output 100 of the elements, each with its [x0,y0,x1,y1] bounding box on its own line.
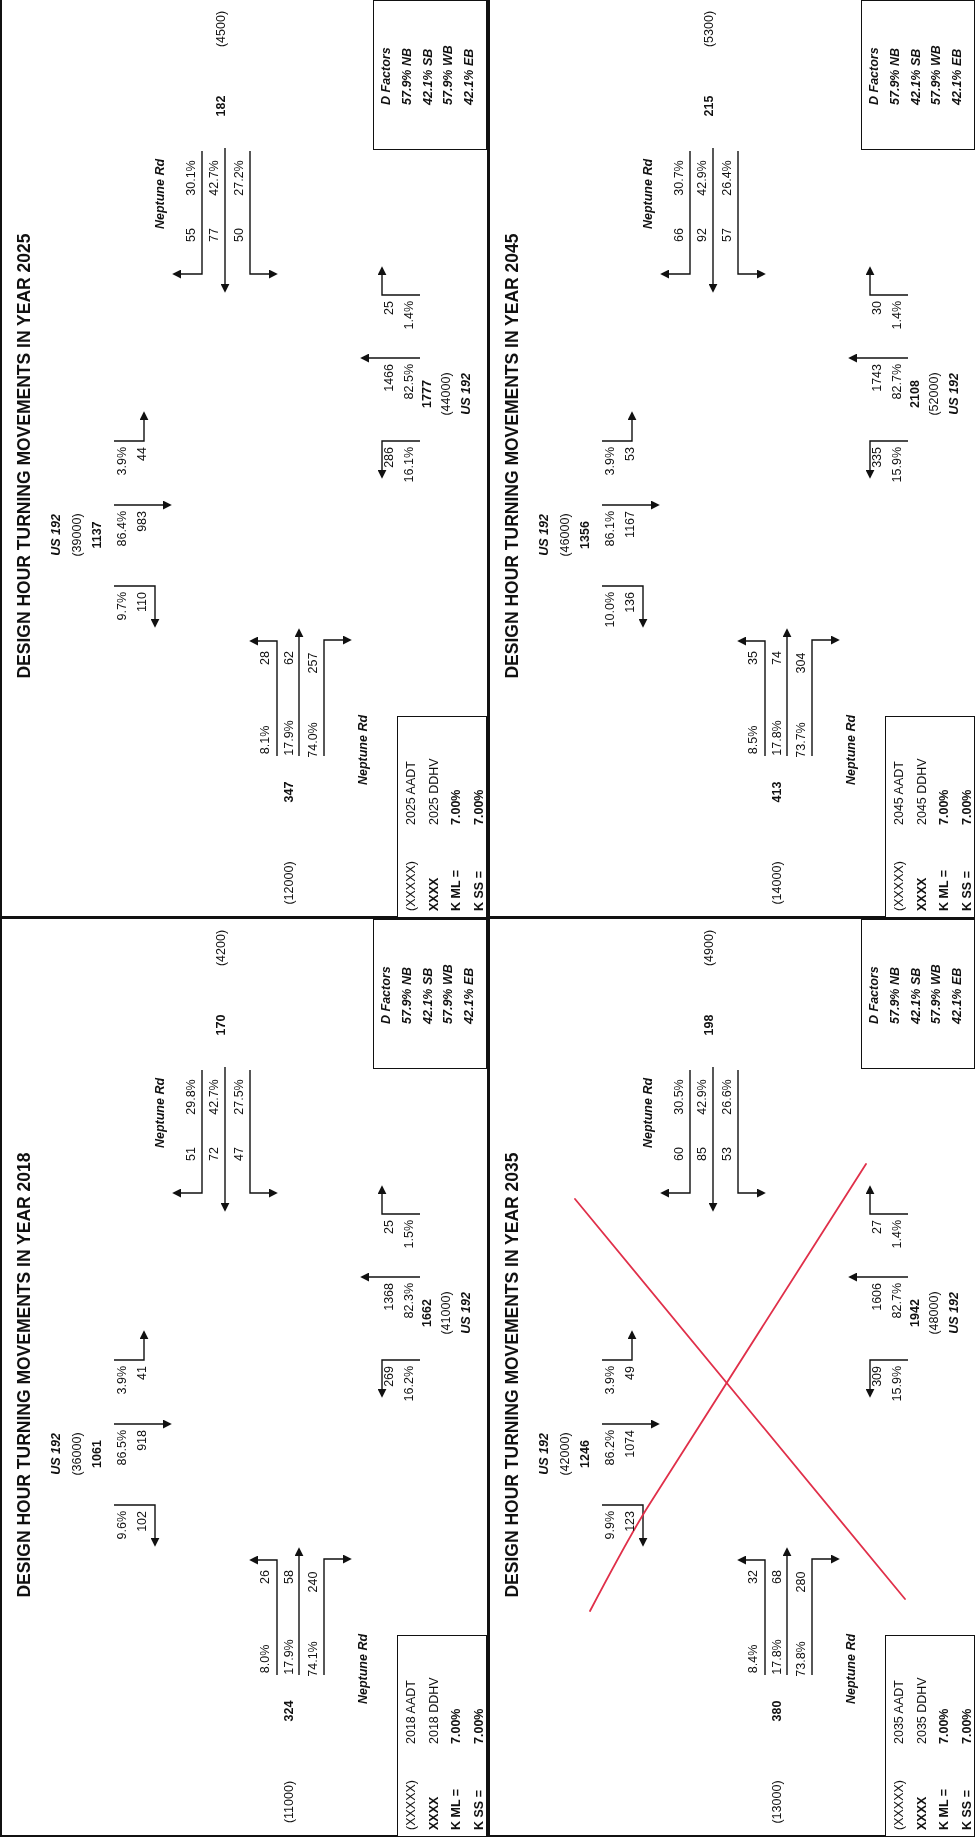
factor-label: 7.00% [449,789,463,825]
turning-percent: 82.7% [890,1283,904,1319]
aadt-volume: (4900) [702,929,716,967]
factor-label: K ML = [449,869,463,911]
turning-percent: 3.9% [603,447,617,476]
factor-label: (XXXXX) [404,1780,418,1830]
turning-percent: 1.4% [402,301,416,330]
turning-volume: 50 [232,228,246,242]
factor-label: 57.9% NB [887,967,902,1024]
total-volume: 1137 [90,521,104,549]
factor-label: 42.1% SB [420,967,435,1024]
factor-label: 42.1% EB [462,48,477,105]
factor-label: D Factors [867,47,881,105]
total-volume: 1061 [90,1440,104,1468]
turning-volume: 30 [870,301,884,315]
aadt-volume: (14000) [770,861,784,905]
road-name: Neptune Rd [641,158,655,230]
turning-percent: 27.2% [232,160,246,196]
turning-percent: 3.9% [603,1366,617,1395]
turning-percent: 1.4% [890,301,904,330]
road-name: US 192 [459,373,473,415]
aadt-volume: (36000) [70,1432,84,1476]
turning-volume: 983 [135,511,149,532]
factor-label: (XXXXX) [892,1780,906,1830]
d-factor-box [861,919,975,1069]
aadt-volume: (11000) [282,1780,296,1824]
road-name: US 192 [459,1292,473,1334]
aadt-volume: (44000) [439,372,453,416]
turning-volume: 62 [282,651,296,665]
road-name: Neptune Rd [844,714,858,786]
turning-volume: 1167 [623,511,637,538]
turning-percent: 8.5% [746,725,760,755]
factor-label: 7.00% [449,1708,463,1744]
turning-percent: 30.1% [184,160,198,196]
turning-percent: 74.1% [306,1641,320,1677]
factor-label: 42.1% SB [420,48,435,105]
panel-title: DESIGN HOUR TURNING MOVEMENTS IN YEAR 2018 [14,1152,34,1598]
turning-volume: 74 [770,651,784,665]
turning-percent: 30.5% [672,1079,686,1115]
total-volume: 347 [282,781,296,803]
total-volume: 324 [282,1700,296,1722]
total-volume: 170 [214,1014,228,1036]
turning-volume: 68 [770,1570,784,1584]
aadt-volume: (46000) [558,513,572,557]
factor-label: 2035 AADT [892,1680,906,1744]
road-name: US 192 [947,1292,961,1334]
turning-volume: 66 [672,228,686,242]
turning-percent: 42.9% [695,1079,709,1115]
panel-frame [0,917,489,1837]
turning-volume: 32 [746,1570,760,1584]
total-volume: 198 [702,1014,716,1036]
aadt-volume: (4200) [214,929,228,967]
turning-volume: 53 [720,1147,734,1161]
turning-volume: 110 [135,592,149,612]
total-volume: 215 [702,95,716,117]
road-name: US 192 [537,514,551,556]
factor-label: D Factors [379,966,393,1024]
aadt-volume: (12000) [282,861,296,905]
turning-percent: 17.9% [282,1639,296,1675]
aadt-volume: (52000) [927,372,941,416]
turning-percent: 82.7% [890,364,904,400]
factor-label: XXXX [426,877,441,911]
turning-percent: 9.6% [115,1511,129,1540]
d-factor-box [373,919,487,1069]
factor-label: K SS = [959,871,974,911]
turning-percent: 10.0% [603,592,617,628]
turning-volume: 1606 [870,1283,884,1311]
turning-volume: 269 [382,1366,396,1387]
aadt-volume: (41000) [439,1291,453,1335]
turning-percent: 74.0% [306,722,320,758]
turning-volume: 304 [794,652,808,674]
total-volume: 380 [770,1700,784,1722]
factor-label: (XXXXX) [892,861,906,911]
turning-volume: 77 [207,228,221,242]
aadt-volume: (48000) [927,1291,941,1335]
factor-label: 42.1% SB [908,48,923,105]
factor-label: XXXX [914,877,929,911]
turning-volume: 1074 [623,1430,637,1458]
panel-title: DESIGN HOUR TURNING MOVEMENTS IN YEAR 2035 [502,1152,522,1598]
factor-label: 42.1% SB [908,967,923,1024]
turning-percent: 15.9% [890,1366,904,1402]
turning-volume: 25 [382,1220,396,1234]
turning-volume: 51 [184,1147,198,1161]
turning-percent: 42.7% [207,1079,221,1115]
turning-volume: 55 [184,228,198,242]
factor-label: 7.00% [959,789,974,825]
turning-percent: 1.5% [402,1220,416,1249]
turning-volume: 257 [306,652,320,674]
factor-label: 2018 AADT [404,1680,418,1744]
turning-volume: 53 [623,447,637,461]
factor-label: 57.9% NB [887,48,902,105]
factor-label: K ML = [449,1788,463,1830]
road-name: Neptune Rd [153,158,167,230]
turning-percent: 73.7% [794,722,808,758]
turning-percent: 16.1% [402,447,416,483]
factor-label: XXXX [914,1796,929,1830]
turning-volume: 123 [623,1511,637,1532]
turning-percent: 29.8% [184,1079,198,1115]
turning-percent: 8.4% [746,1644,760,1674]
turning-volume: 1466 [382,364,396,392]
